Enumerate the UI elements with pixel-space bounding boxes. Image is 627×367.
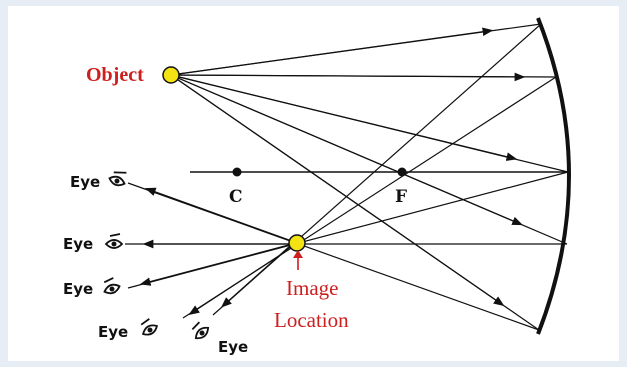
incident-ray-1-arrow — [170, 27, 494, 76]
incident-ray-3-arrow — [170, 74, 518, 161]
eye-1-icon — [108, 171, 127, 187]
focal-point — [397, 167, 407, 177]
reflected-ray-3-arrow — [139, 241, 301, 286]
eye-5: Eye — [191, 321, 248, 356]
eye-5-label: Eye — [218, 338, 248, 356]
reflected-ray-5 — [127, 182, 540, 331]
center-label: C — [229, 187, 243, 207]
eye-5-icon — [191, 321, 210, 340]
eye-2-label: Eye — [63, 235, 93, 253]
concave-mirror — [536, 17, 571, 335]
reflected-ray-5-arrow — [144, 187, 301, 245]
focal-label: F — [395, 187, 407, 207]
incident-ray-5-arrow — [170, 74, 505, 307]
eye-2-icon — [104, 233, 124, 249]
center-of-curvature-point — [232, 167, 242, 177]
eye-1: Eye — [70, 171, 127, 191]
eye-3-icon — [103, 277, 121, 295]
incident-ray-4-arrow — [170, 74, 523, 226]
object-point — [162, 66, 180, 84]
object-label: Object — [86, 64, 144, 86]
diagram-frame — [8, 6, 619, 361]
eye-3: Eye — [63, 277, 121, 298]
eye-2: Eye — [63, 233, 124, 253]
reflected-ray-1-arrow — [220, 236, 301, 308]
image-label-line2: Location — [274, 308, 349, 332]
eye-1-label: Eye — [70, 173, 100, 191]
reflected-rays — [125, 23, 569, 331]
reflected-ray-2-arrow — [188, 241, 301, 315]
image-pointer-arrowhead — [293, 250, 303, 258]
eye-4-icon — [140, 318, 159, 336]
incident-ray-2-arrow — [170, 72, 526, 82]
incident-rays — [170, 23, 569, 331]
image-point — [288, 234, 306, 252]
eye-4-label: Eye — [98, 323, 128, 341]
eye-4: Eye — [98, 318, 159, 341]
eye-3-label: Eye — [63, 280, 93, 298]
image-label-line1: Image — [286, 276, 338, 300]
